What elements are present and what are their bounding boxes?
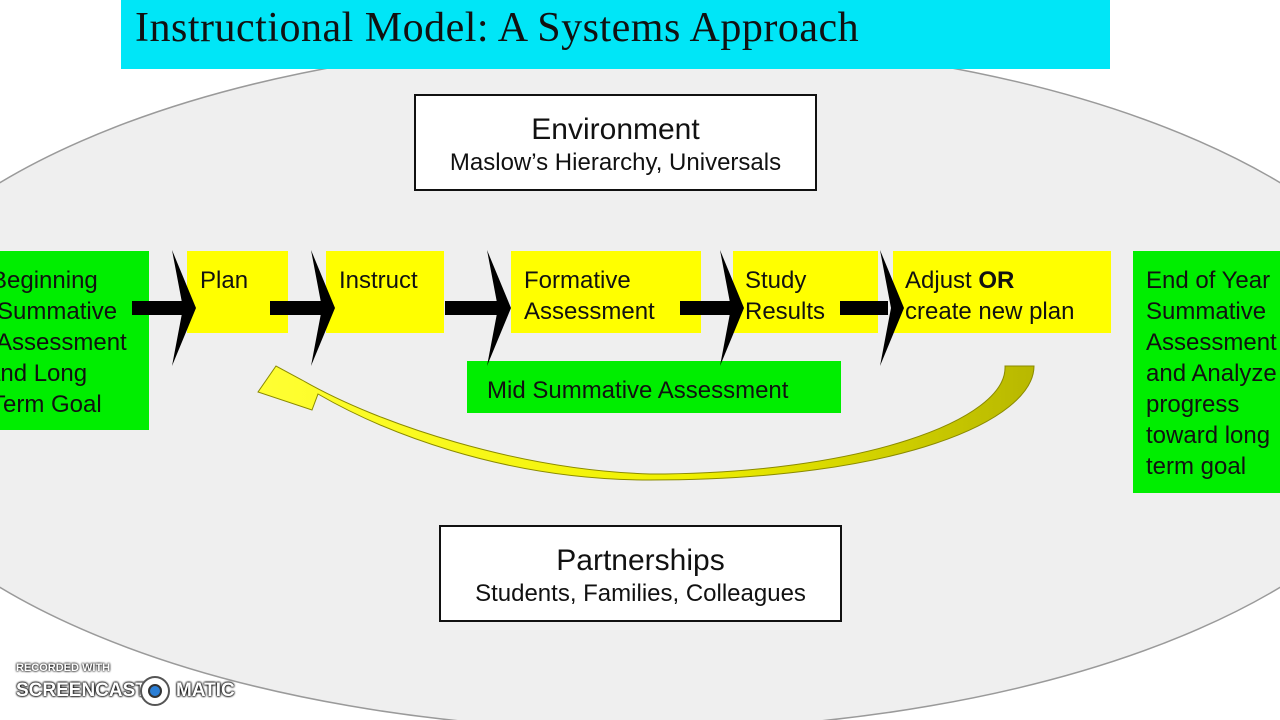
beginning-line-1: Beginning (0, 267, 98, 294)
instruct-label: Instruct (339, 267, 418, 294)
step-study-results: Study Results (733, 251, 878, 333)
study-line-2: Results (745, 298, 826, 325)
beginning-line-2: Summative (0, 298, 118, 325)
adjust-word: Adjust (905, 267, 979, 294)
step-beginning-summative: Beginning Summative Assessment and Long … (0, 251, 149, 430)
slide-title: Instructional Model: A Systems Approach (135, 5, 860, 51)
end-line-7: term goal (1146, 453, 1247, 480)
environment-box: Environment Maslow’s Hierarchy, Universa… (414, 94, 817, 191)
end-line-5: progress (1146, 391, 1240, 418)
adjust-line-2: create new plan (905, 298, 1075, 325)
screencast-watermark: RECORDED WITH SCREENCAST MATIC (16, 662, 246, 710)
watermark-screencast: SCREENCAST (16, 680, 147, 701)
adjust-line-1: Adjust OR (905, 265, 1111, 296)
mid-label: Mid Summative Assessment (487, 377, 789, 404)
adjust-or: OR (978, 267, 1015, 294)
screencast-logo-icon (140, 676, 170, 706)
step-mid-summative: Mid Summative Assessment (467, 361, 841, 413)
environment-subtitle: Maslow’s Hierarchy, Universals (449, 149, 782, 176)
study-line-1: Study (745, 267, 807, 294)
watermark-recorded-with: RECORDED WITH (16, 662, 111, 674)
end-line-1: End of Year (1146, 267, 1271, 294)
step-adjust: Adjust OR create new plan (893, 251, 1111, 333)
partnerships-box: Partnerships Students, Families, Colleag… (439, 525, 842, 622)
plan-label: Plan (200, 267, 249, 294)
watermark-matic: MATIC (176, 680, 235, 701)
step-instruct: Instruct (326, 251, 444, 333)
end-line-6: toward long (1146, 422, 1271, 449)
beginning-line-3: Assessment (0, 329, 127, 356)
beginning-line-4: and Long (0, 360, 88, 387)
partnerships-subtitle: Students, Families, Colleagues (475, 580, 806, 607)
step-end-of-year: End of Year Summative Assessment and Ana… (1133, 251, 1280, 493)
beginning-line-5: Term Goal (0, 391, 102, 418)
formative-line-2: Assessment (524, 298, 655, 325)
end-line-4: and Analyze (1146, 360, 1277, 387)
step-plan: Plan (187, 251, 288, 333)
environment-title: Environment (531, 113, 700, 146)
title-bar: Instructional Model: A Systems Approach (121, 0, 1110, 69)
end-line-3: Assessment (1146, 329, 1277, 356)
end-line-2: Summative (1146, 298, 1267, 325)
formative-line-1: Formative (524, 267, 631, 294)
partnerships-title: Partnerships (556, 544, 725, 577)
step-formative-assessment: Formative Assessment (511, 251, 701, 333)
